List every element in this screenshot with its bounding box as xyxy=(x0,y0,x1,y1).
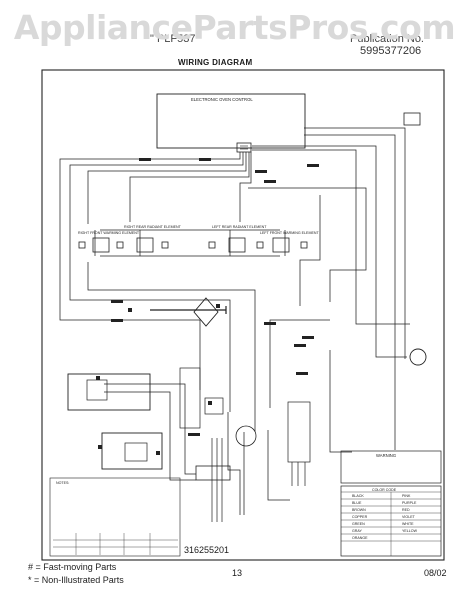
wire-color-red: RED xyxy=(402,508,410,512)
oven-control-box xyxy=(156,93,306,149)
wire-color-white: WHITE xyxy=(402,522,414,526)
site-watermark: AppliancePartsPros.com xyxy=(13,8,456,47)
legend-fast-moving: # = Fast-moving Parts xyxy=(28,562,117,572)
temperature-sensor xyxy=(150,306,227,314)
notes-box xyxy=(49,477,181,557)
element-label-right-rear: RIGHT REAR RADIANT ELEMENT xyxy=(124,225,182,229)
diagram-border xyxy=(41,69,445,561)
oven-lamp xyxy=(409,348,427,366)
surface-element-switches xyxy=(78,237,308,253)
footer-legend: # = Fast-moving Parts * = Non-Illustrate… xyxy=(28,561,124,587)
model-number: " PLF537" xyxy=(150,33,200,45)
wire-color-gray: GRAY xyxy=(352,529,363,533)
bake-element-box xyxy=(67,373,151,411)
wire-color-yellow: YELLOW xyxy=(402,529,418,533)
publication-date: 08/02 xyxy=(424,568,447,578)
wire-color-pink: PINK xyxy=(402,494,411,498)
notes-heading: NOTES: xyxy=(56,481,69,485)
wire-color-blue: BLUE xyxy=(352,501,362,505)
warning-heading: WARNING xyxy=(376,453,396,458)
wire-color-violet: VIOLET xyxy=(402,515,416,519)
wire-color-purple: PURPLE xyxy=(402,501,417,505)
color-code-heading: COLOR CODE xyxy=(372,488,397,492)
legend-non-illustrated: * = Non-Illustrated Parts xyxy=(28,575,124,585)
publication-label: Publication No. xyxy=(350,33,424,45)
wire-color-brown: BROWN xyxy=(352,508,366,512)
warning-box xyxy=(340,450,442,484)
page-number: 13 xyxy=(232,568,243,578)
oven-lamp-socket xyxy=(403,112,421,126)
element-label-left-rear: LEFT REAR RADIANT ELEMENT xyxy=(212,225,267,229)
element-label-left-front: LEFT FRONT WARMING ELEMENT xyxy=(260,231,319,235)
broil-element-box xyxy=(101,432,163,470)
diagram-part-number: 316255201 xyxy=(184,545,230,555)
publication-number: 5995377206 xyxy=(360,45,422,57)
element-label-right-front: RIGHT FRONT WARMING ELEMENT xyxy=(78,231,140,235)
wire-color-copper: COPPER xyxy=(352,515,368,519)
wire-color-black: BLACK xyxy=(352,494,364,498)
wire-color-green: GREEN xyxy=(352,522,365,526)
diagram-title: WIRING DIAGRAM xyxy=(178,58,253,67)
wire-color-orange: ORANGE xyxy=(352,536,368,540)
oven-control-label: ELECTRONIC OVEN CONTROL xyxy=(191,97,253,102)
